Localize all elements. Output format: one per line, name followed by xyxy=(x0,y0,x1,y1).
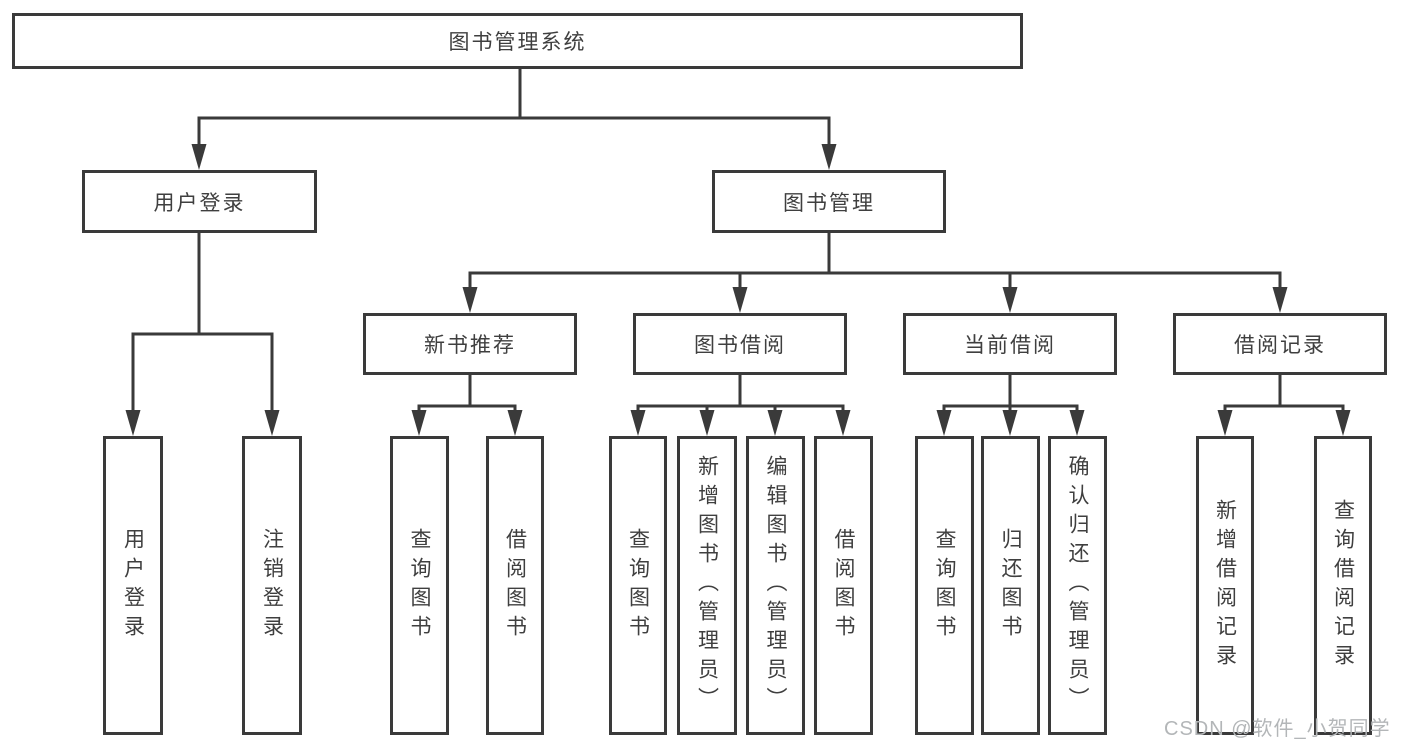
leaf-edit-book-admin: 编辑图书（管理员） xyxy=(746,436,805,735)
connector-book-management xyxy=(462,233,1288,313)
node-borrow-records: 借阅记录 xyxy=(1173,313,1387,375)
csdn-watermark: CSDN @软件_小贺同学 xyxy=(1164,718,1391,740)
node-new-book-recommend: 新书推荐 xyxy=(363,313,577,375)
node-current-borrow: 当前借阅 xyxy=(903,313,1117,375)
connector-user-login xyxy=(125,233,280,436)
leaf-borrow-books: 借阅图书 xyxy=(814,436,873,735)
connector-root xyxy=(191,69,837,170)
leaf-query-books-borrow: 查询图书 xyxy=(609,436,667,735)
leaf-add-borrow-record: 新增借阅记录 xyxy=(1196,436,1254,735)
node-book-borrow: 图书借阅 xyxy=(633,313,847,375)
leaf-confirm-return-admin: 确认归还（管理员） xyxy=(1048,436,1107,735)
leaf-user-login: 用户登录 xyxy=(103,436,163,735)
leaf-return-book: 归还图书 xyxy=(981,436,1040,735)
node-book-management: 图书管理 xyxy=(712,170,946,233)
leaf-query-books-recommend: 查询图书 xyxy=(390,436,449,735)
connector-borrow-records xyxy=(1217,375,1351,436)
connector-book-borrow xyxy=(630,375,851,436)
leaf-query-borrow-record: 查询借阅记录 xyxy=(1314,436,1372,735)
connector-new-book-recommend xyxy=(411,375,523,436)
connector-current-borrow xyxy=(936,375,1085,436)
leaf-query-books-current: 查询图书 xyxy=(915,436,974,735)
leaf-logout: 注销登录 xyxy=(242,436,302,735)
node-system-root: 图书管理系统 xyxy=(12,13,1023,69)
leaf-add-book-admin: 新增图书（管理员） xyxy=(677,436,737,735)
leaf-borrow-books-recommend: 借阅图书 xyxy=(486,436,544,735)
node-user-login: 用户登录 xyxy=(82,170,317,233)
